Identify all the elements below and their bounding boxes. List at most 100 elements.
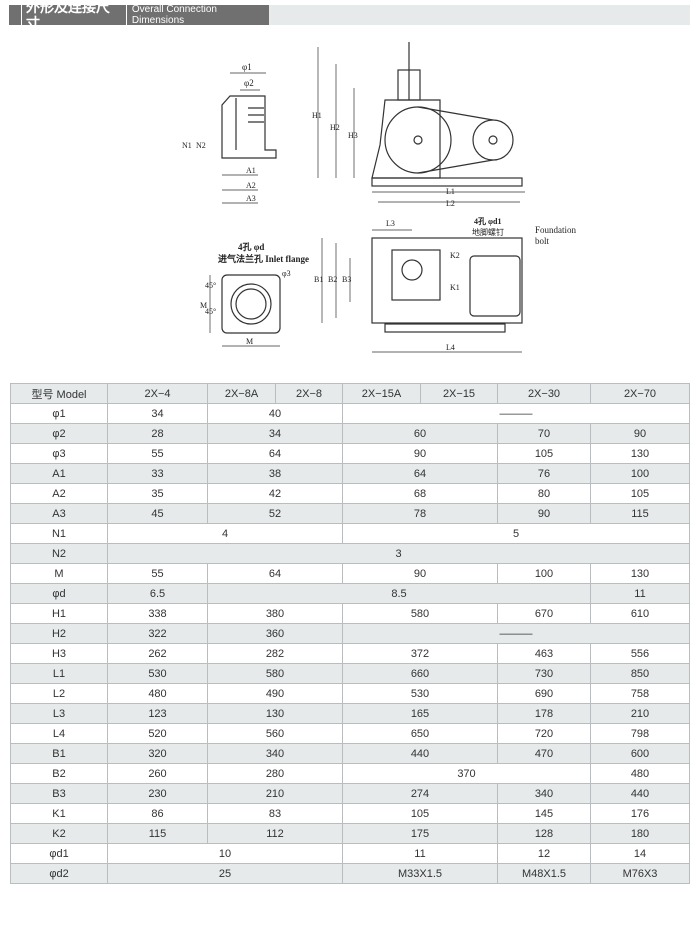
table-cell: 100 xyxy=(497,563,591,584)
header-model-cell: 2X−8A xyxy=(207,383,276,404)
header-model-cell: 2X−15A xyxy=(342,383,421,404)
label-n1: N1 xyxy=(182,141,192,150)
table-cell: 180 xyxy=(590,823,690,844)
row-label: φd2 xyxy=(10,863,108,884)
table-cell: 165 xyxy=(342,703,498,724)
pump-front-view xyxy=(317,42,523,187)
pump-plan-view xyxy=(321,191,525,353)
row-label: H2 xyxy=(10,623,108,644)
table-cell: 115 xyxy=(107,823,208,844)
table-cell: 76 xyxy=(497,463,591,484)
table-cell: 370 xyxy=(342,763,591,784)
table-cell: 90 xyxy=(342,563,498,584)
table-cell: M48X1.5 xyxy=(497,863,591,884)
table-cell: 178 xyxy=(497,703,591,724)
label-bolt: bolt xyxy=(535,236,550,246)
row-label: L4 xyxy=(10,723,108,744)
label-l1: L1 xyxy=(446,187,455,196)
table-cell: 480 xyxy=(590,763,690,784)
table-cell: 45 xyxy=(107,503,208,524)
table-cell: M76X3 xyxy=(590,863,690,884)
table-cell: 42 xyxy=(207,483,343,504)
table-cell: 556 xyxy=(590,643,690,664)
table-cell: 11 xyxy=(342,843,498,864)
table-cell: 40 xyxy=(207,403,343,424)
label-h3: H3 xyxy=(348,131,358,140)
table-cell: 78 xyxy=(342,503,498,524)
row-label: L2 xyxy=(10,683,108,704)
label-a1: A1 xyxy=(246,166,256,175)
table-cell: 758 xyxy=(590,683,690,704)
table-cell: 130 xyxy=(590,563,690,584)
label-h1: H1 xyxy=(312,111,322,120)
label-a3: A3 xyxy=(246,194,256,203)
table-cell: 463 xyxy=(497,643,591,664)
row-label: φ2 xyxy=(10,423,108,444)
table-cell: 128 xyxy=(497,823,591,844)
header-model-cell: 2X−70 xyxy=(590,383,690,404)
row-label: φ1 xyxy=(10,403,108,424)
table-cell: 130 xyxy=(590,443,690,464)
table-cell: 100 xyxy=(590,463,690,484)
label-l3: L3 xyxy=(386,219,395,228)
table-cell: 90 xyxy=(497,503,591,524)
table-cell: 560 xyxy=(207,723,343,744)
label-m-horizontal: M xyxy=(246,337,253,346)
table-cell: 176 xyxy=(590,803,690,824)
table-cell: 175 xyxy=(342,823,498,844)
row-label: A3 xyxy=(10,503,108,524)
table-cell: 480 xyxy=(107,683,208,704)
table-cell: 340 xyxy=(497,783,591,804)
table-cell: 520 xyxy=(107,723,208,744)
table-cell: 440 xyxy=(590,783,690,804)
label-foundation: Foundation xyxy=(535,225,577,235)
table-cell: 798 xyxy=(590,723,690,744)
label-l2: L2 xyxy=(446,199,455,208)
table-cell: 280 xyxy=(207,763,343,784)
table-cell: 34 xyxy=(107,403,208,424)
header-model-cell: 2X−4 xyxy=(107,383,208,404)
table-cell: 80 xyxy=(497,483,591,504)
table-cell: 64 xyxy=(342,463,498,484)
section-header: 外形及连接尺寸 Overall Connection Dimensions xyxy=(9,0,690,31)
row-label: φd1 xyxy=(10,843,108,864)
row-label: A1 xyxy=(10,463,108,484)
label-bolt-zh: 地脚螺钉 xyxy=(472,227,504,237)
table-cell: 12 xyxy=(497,843,591,864)
table-cell: 470 xyxy=(497,743,591,764)
table-cell: 660 xyxy=(342,663,498,684)
table-cell: 372 xyxy=(342,643,498,664)
header-model-cell: 2X−30 xyxy=(497,383,591,404)
table-cell: ——— xyxy=(342,403,690,424)
label-h2: H2 xyxy=(330,123,340,132)
table-cell: 105 xyxy=(590,483,690,504)
table-cell: 145 xyxy=(497,803,591,824)
table-cell: 610 xyxy=(590,603,690,624)
table-cell: 38 xyxy=(207,463,343,484)
table-cell: 210 xyxy=(590,703,690,724)
label-inlet-flange: 进气法兰孔 Inlet flange xyxy=(218,253,309,264)
table-cell: 322 xyxy=(107,623,208,644)
table-cell: 28 xyxy=(107,423,208,444)
row-label: H3 xyxy=(10,643,108,664)
label-k1: K1 xyxy=(450,283,460,292)
table-cell: 260 xyxy=(107,763,208,784)
section-title-en: Overall Connection Dimensions xyxy=(131,4,217,26)
table-cell: 490 xyxy=(207,683,343,704)
